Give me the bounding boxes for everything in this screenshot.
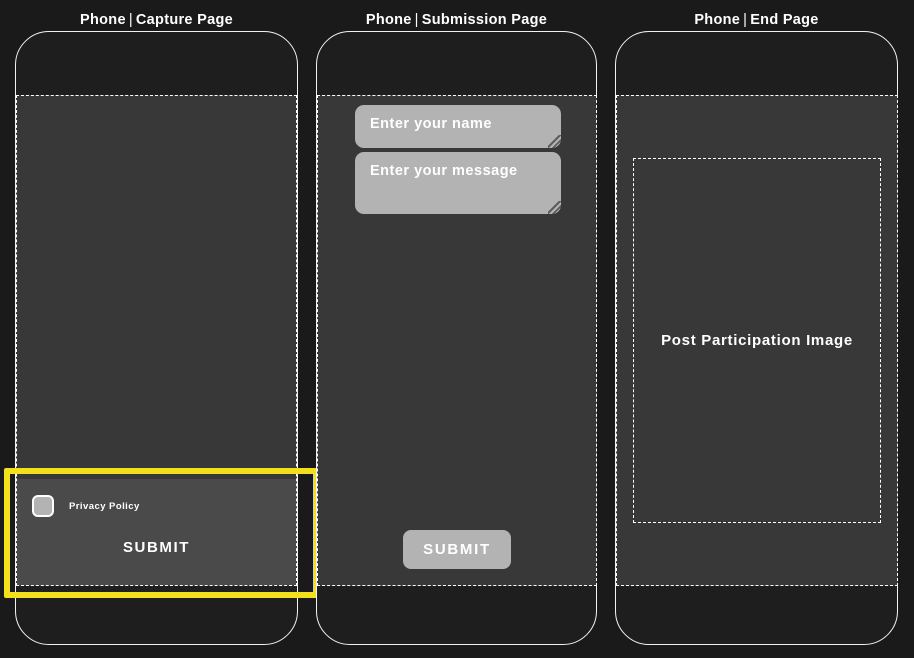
phone-title-name: Submission Page	[421, 12, 548, 28]
phone-title-prefix: Phone	[80, 12, 126, 28]
privacy-policy-checkbox[interactable]	[32, 495, 54, 517]
phone-screen-capture: Privacy Policy SUBMIT	[16, 95, 297, 586]
post-participation-image-label: Post Participation Image	[661, 332, 853, 349]
phone-title-separator: |	[743, 12, 748, 28]
phone-title-prefix: Phone	[365, 12, 412, 28]
phone-screen-submission: SUBMIT	[317, 95, 597, 586]
phone-title-prefix: Phone	[694, 12, 741, 28]
phone-screen-end: Post Participation Image	[616, 95, 898, 586]
phone-title-end: Phone|End Page	[615, 10, 898, 30]
message-input-field[interactable]	[355, 152, 561, 214]
phone-title-name: End Page	[750, 12, 819, 28]
name-input-field[interactable]	[355, 105, 561, 148]
phone-title-submission: Phone|Submission Page	[316, 10, 597, 30]
submission-submit-button[interactable]: SUBMIT	[403, 530, 511, 569]
phone-title-separator: |	[128, 12, 133, 28]
phone-title-name: Capture Page	[135, 12, 233, 28]
privacy-policy-row[interactable]: Privacy Policy	[32, 495, 140, 517]
privacy-policy-label: Privacy Policy	[69, 500, 140, 512]
phone-title-capture: Phone|Capture Page	[15, 10, 298, 30]
capture-page-body	[17, 96, 296, 479]
capture-submit-button[interactable]: SUBMIT	[122, 539, 191, 556]
privacy-policy-panel: Privacy Policy SUBMIT	[17, 479, 296, 585]
phone-title-separator: |	[414, 12, 419, 28]
post-participation-image-placeholder: Post Participation Image	[633, 158, 881, 523]
